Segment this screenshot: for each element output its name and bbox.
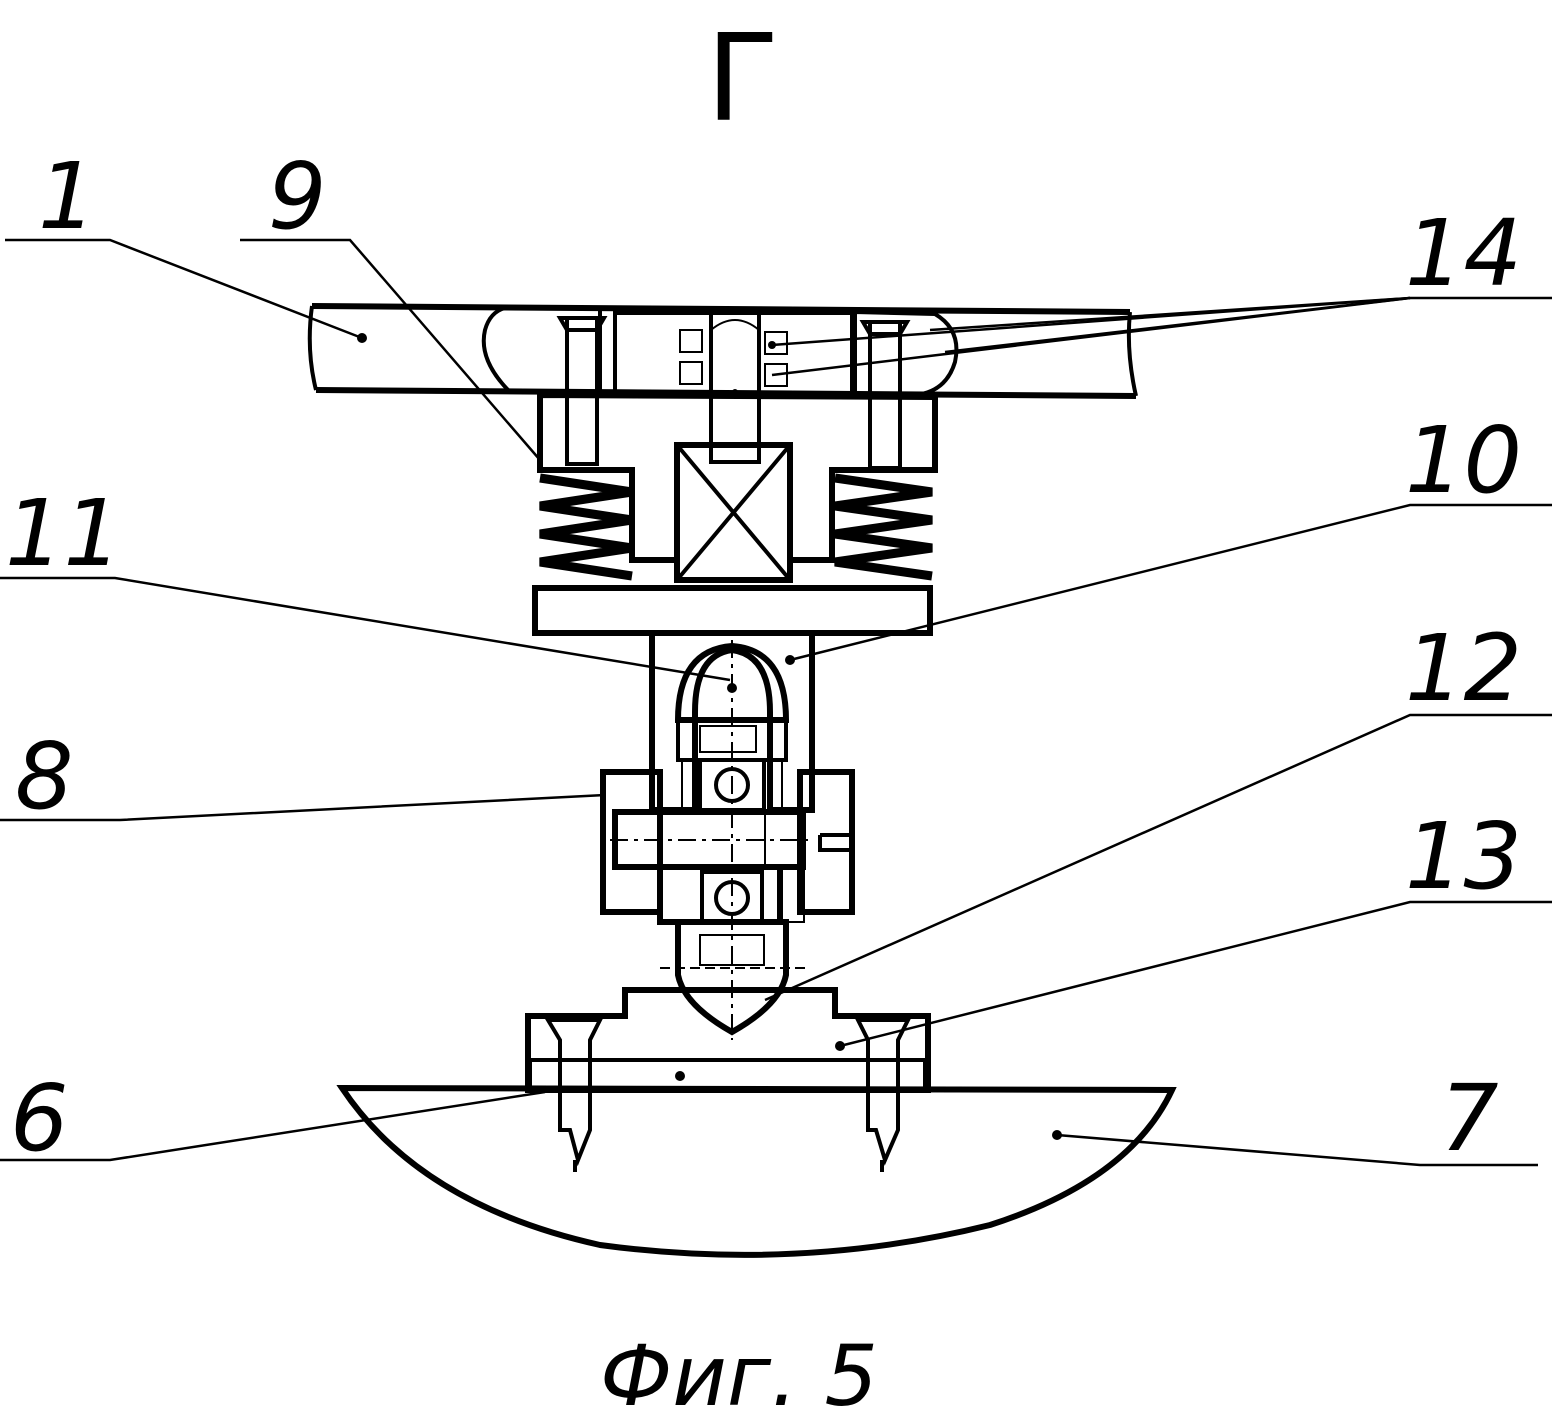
bearing-square (679, 361, 703, 385)
figure-caption: Фиг. 5 (600, 1327, 878, 1419)
cross-pin (612, 809, 806, 870)
right-spring (834, 473, 933, 581)
right-screw (854, 1018, 912, 1172)
leader-lines (0, 238, 1552, 1167)
left-screw (544, 1018, 604, 1172)
housing-part-9 (537, 391, 938, 563)
callout-1: 1 (38, 143, 97, 250)
top-plate-part-1 (307, 303, 1138, 399)
left-spring (539, 473, 633, 581)
square-bearing-block (674, 442, 793, 583)
bearing-square (679, 329, 703, 353)
spring-plate (532, 585, 933, 636)
segment-part-7 (336, 1084, 1177, 1258)
callout-9: 9 (268, 143, 327, 250)
bracket-right (797, 769, 855, 915)
left-seal-pad (481, 306, 602, 394)
callout-13: 13 (1405, 803, 1522, 910)
callout-7: 7 (1440, 1065, 1499, 1172)
callout-11: 11 (5, 480, 122, 587)
bearing-square (764, 363, 788, 387)
view-label: Г (706, 10, 779, 149)
center-insert (613, 311, 854, 395)
callout-8: 8 (15, 723, 74, 830)
callout-10: 10 (1405, 407, 1522, 514)
callout-6: 6 (10, 1065, 69, 1172)
central-shaft (709, 310, 761, 464)
callout-12: 12 (1405, 615, 1522, 722)
callout-14: 14 (1405, 200, 1522, 307)
